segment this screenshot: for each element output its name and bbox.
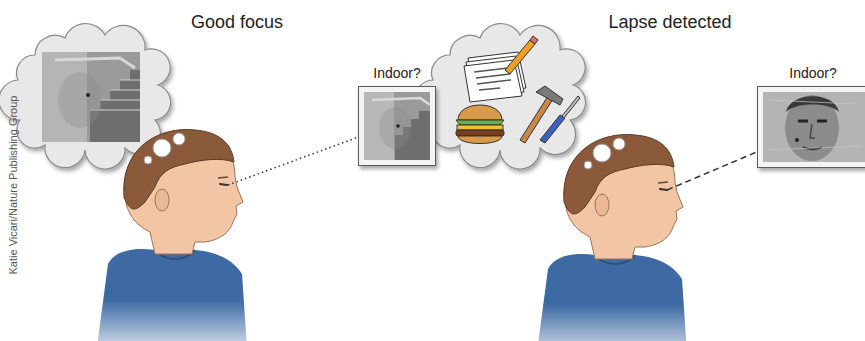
credit-line: Katie Vicari/Nature Publishing Group [7, 96, 19, 275]
panel-title: Lapse detected [608, 12, 731, 33]
image-frame: Indoor? [358, 86, 436, 166]
person [95, 130, 248, 341]
person [535, 135, 688, 341]
panel-title: Good focus [191, 12, 283, 33]
image-frame: Indoor? [757, 86, 865, 168]
distraction-icons [456, 36, 580, 144]
thought-bubble [414, 24, 586, 170]
scene-thought [42, 52, 140, 142]
question-label: Indoor? [738, 65, 865, 81]
question-label: Indoor? [339, 65, 455, 81]
